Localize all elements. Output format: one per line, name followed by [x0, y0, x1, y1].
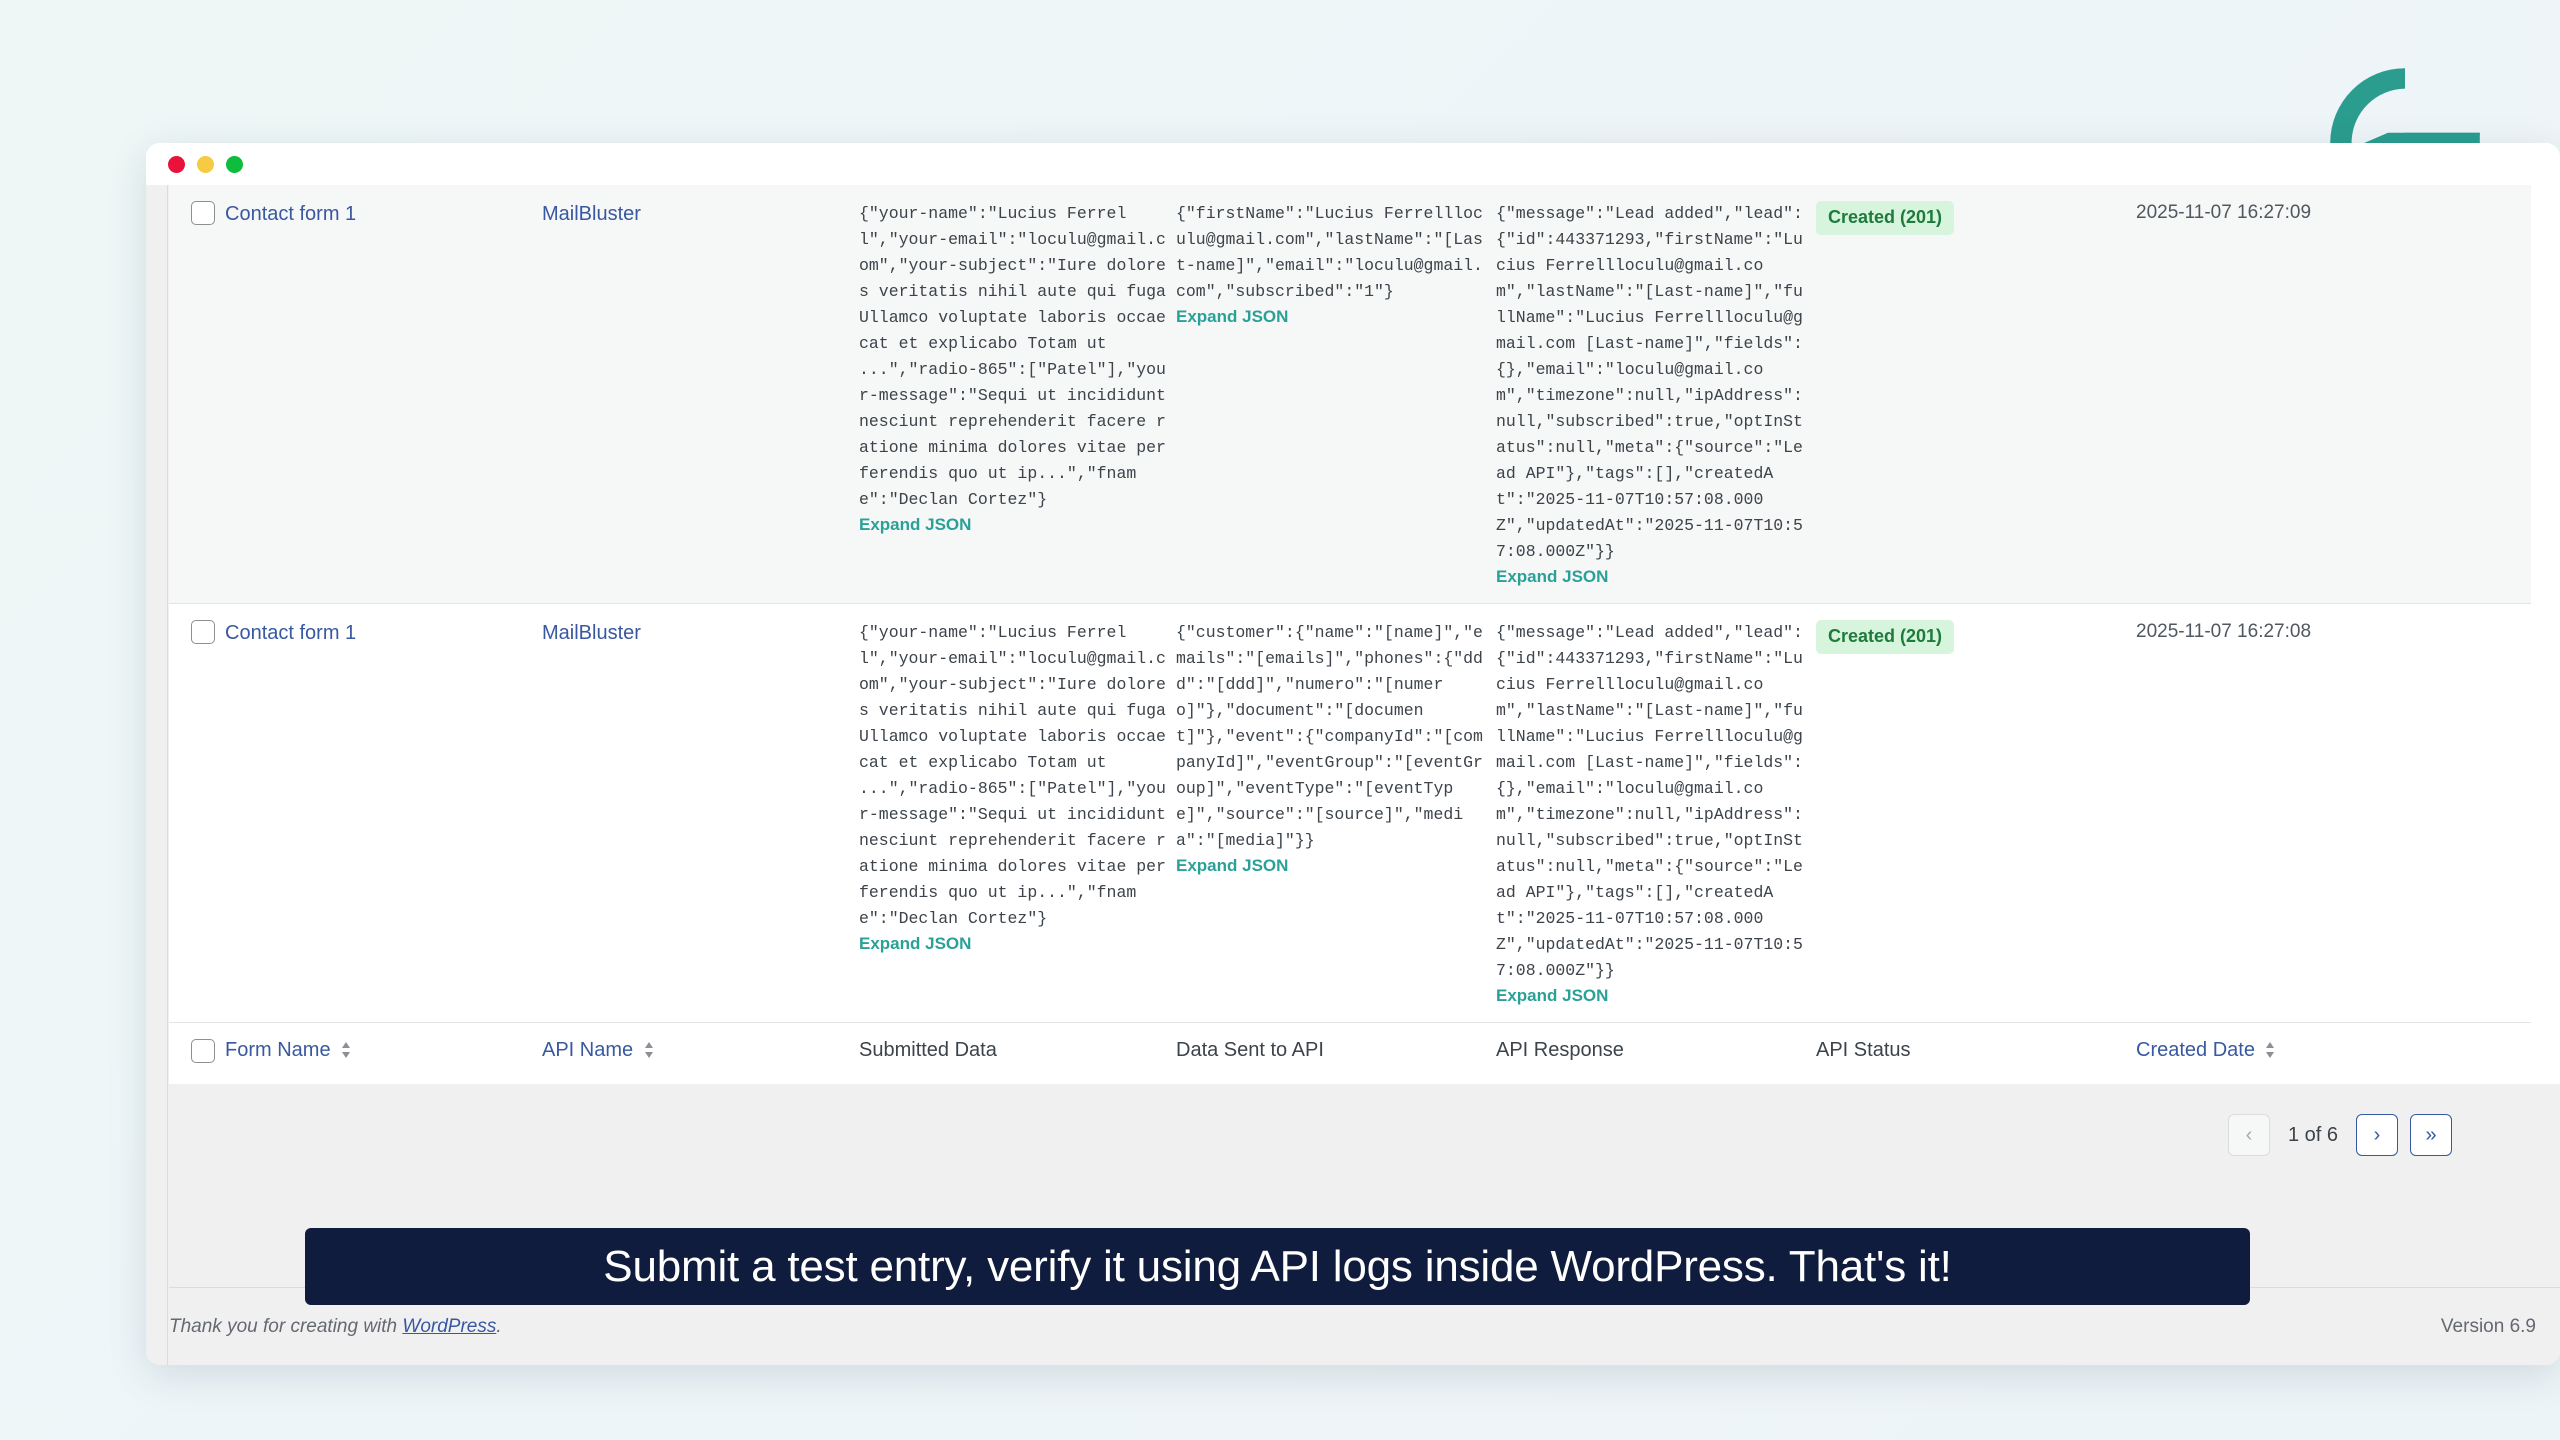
- column-label: Submitted Data: [859, 1039, 997, 1061]
- status-badge: Created (201): [1816, 620, 1954, 654]
- pagination: ‹ 1 of 6 › »: [2228, 1114, 2452, 1156]
- expand-json-link[interactable]: Expand JSON: [859, 515, 971, 535]
- column-header-form-name[interactable]: Form Name: [225, 1023, 542, 1085]
- api-status-cell: Created (201): [1816, 185, 2136, 604]
- column-header-created-date[interactable]: Created Date: [2136, 1023, 2531, 1085]
- api-name-cell: MailBluster: [542, 185, 859, 604]
- column-label: API Name: [542, 1039, 633, 1061]
- column-label: API Response: [1496, 1039, 1624, 1061]
- api-response-cell: {"message":"Lead added","lead":{"id":443…: [1496, 604, 1816, 1023]
- expand-json-link[interactable]: Expand JSON: [1496, 567, 1608, 587]
- select-all-checkbox[interactable]: [191, 1039, 215, 1063]
- api-name-link[interactable]: MailBluster: [542, 622, 641, 644]
- status-badge: Created (201): [1816, 201, 1954, 235]
- data-sent-json: {"customer":{"name":"[name]","emails":"[…: [1176, 620, 1486, 854]
- footer-credit-prefix: Thank you for creating with: [169, 1316, 402, 1337]
- row-checkbox[interactable]: [191, 201, 215, 225]
- last-page-button[interactable]: »: [2410, 1114, 2452, 1156]
- page-count-label: 1 of 6: [2282, 1124, 2344, 1147]
- close-button[interactable]: [168, 156, 185, 173]
- browser-window: Contact form 1 MailBluster {"your-name":…: [146, 143, 2560, 1365]
- column-header-data-sent: Data Sent to API: [1176, 1023, 1496, 1085]
- next-page-button[interactable]: ›: [2356, 1114, 2398, 1156]
- column-header-api-status: API Status: [1816, 1023, 2136, 1085]
- table-footer-header: Form Name API Name: [169, 1023, 2531, 1085]
- data-sent-cell: {"customer":{"name":"[name]","emails":"[…: [1176, 604, 1496, 1023]
- maximize-button[interactable]: [226, 156, 243, 173]
- expand-json-link[interactable]: Expand JSON: [1496, 986, 1608, 1006]
- row-select-cell: [169, 185, 225, 604]
- wordpress-admin-body: Contact form 1 MailBluster {"your-name":…: [146, 185, 2560, 1365]
- form-name-cell: Contact form 1: [225, 185, 542, 604]
- api-response-json: {"message":"Lead added","lead":{"id":443…: [1496, 620, 1806, 984]
- admin-content: Contact form 1 MailBluster {"your-name":…: [169, 185, 2560, 1365]
- created-date-value: 2025-11-07 16:27:09: [2136, 202, 2311, 223]
- api-name-link[interactable]: MailBluster: [542, 203, 641, 225]
- data-sent-cell: {"firstName":"Lucius Ferrellloculu@gmail…: [1176, 185, 1496, 604]
- api-response-cell: {"message":"Lead added","lead":{"id":443…: [1496, 185, 1816, 604]
- wordpress-version: Version 6.9: [2441, 1316, 2536, 1338]
- column-label: API Status: [1816, 1039, 1911, 1061]
- form-name-cell: Contact form 1: [225, 604, 542, 1023]
- column-label: Created Date: [2136, 1039, 2255, 1061]
- api-status-cell: Created (201): [1816, 604, 2136, 1023]
- footer-credit: Thank you for creating with WordPress.: [169, 1316, 502, 1338]
- wordpress-link[interactable]: WordPress: [402, 1316, 496, 1337]
- form-name-link[interactable]: Contact form 1: [225, 622, 356, 644]
- expand-json-link[interactable]: Expand JSON: [1176, 307, 1288, 327]
- form-name-link[interactable]: Contact form 1: [225, 203, 356, 225]
- submitted-data-cell: {"your-name":"Lucius Ferrell","your-emai…: [859, 604, 1176, 1023]
- api-logs-table-wrapper: Contact form 1 MailBluster {"your-name":…: [169, 185, 2560, 1084]
- expand-json-link[interactable]: Expand JSON: [1176, 856, 1288, 876]
- submitted-data-json: {"your-name":"Lucius Ferrell","your-emai…: [859, 201, 1166, 513]
- caption-text: Submit a test entry, verify it using API…: [603, 1245, 1951, 1289]
- api-logs-table: Contact form 1 MailBluster {"your-name":…: [169, 185, 2531, 1084]
- data-sent-json: {"firstName":"Lucius Ferrellloculu@gmail…: [1176, 201, 1486, 305]
- caption-banner: Submit a test entry, verify it using API…: [305, 1228, 2250, 1305]
- column-label: Data Sent to API: [1176, 1039, 1324, 1061]
- row-checkbox[interactable]: [191, 620, 215, 644]
- column-header-submitted-data: Submitted Data: [859, 1023, 1176, 1085]
- table-row[interactable]: Contact form 1 MailBluster {"your-name":…: [169, 185, 2531, 604]
- row-select-cell: [169, 604, 225, 1023]
- sort-arrows-icon[interactable]: [341, 1042, 353, 1063]
- admin-sidebar-rail: [146, 185, 168, 1365]
- select-all-cell: [169, 1023, 225, 1085]
- api-name-cell: MailBluster: [542, 604, 859, 1023]
- footer-credit-suffix: .: [496, 1316, 501, 1337]
- created-date-value: 2025-11-07 16:27:08: [2136, 621, 2311, 642]
- created-date-cell: 2025-11-07 16:27:08: [2136, 604, 2531, 1023]
- window-titlebar: [146, 143, 2560, 185]
- prev-page-button[interactable]: ‹: [2228, 1114, 2270, 1156]
- submitted-data-cell: {"your-name":"Lucius Ferrell","your-emai…: [859, 185, 1176, 604]
- submitted-data-json: {"your-name":"Lucius Ferrell","your-emai…: [859, 620, 1166, 932]
- column-header-api-response: API Response: [1496, 1023, 1816, 1085]
- table-row[interactable]: Contact form 1 MailBluster {"your-name":…: [169, 604, 2531, 1023]
- minimize-button[interactable]: [197, 156, 214, 173]
- api-response-json: {"message":"Lead added","lead":{"id":443…: [1496, 201, 1806, 565]
- created-date-cell: 2025-11-07 16:27:09: [2136, 185, 2531, 604]
- column-header-api-name[interactable]: API Name: [542, 1023, 859, 1085]
- sort-arrows-icon[interactable]: [644, 1042, 656, 1063]
- expand-json-link[interactable]: Expand JSON: [859, 934, 971, 954]
- column-label: Form Name: [225, 1039, 331, 1061]
- sort-arrows-icon[interactable]: [2265, 1042, 2277, 1063]
